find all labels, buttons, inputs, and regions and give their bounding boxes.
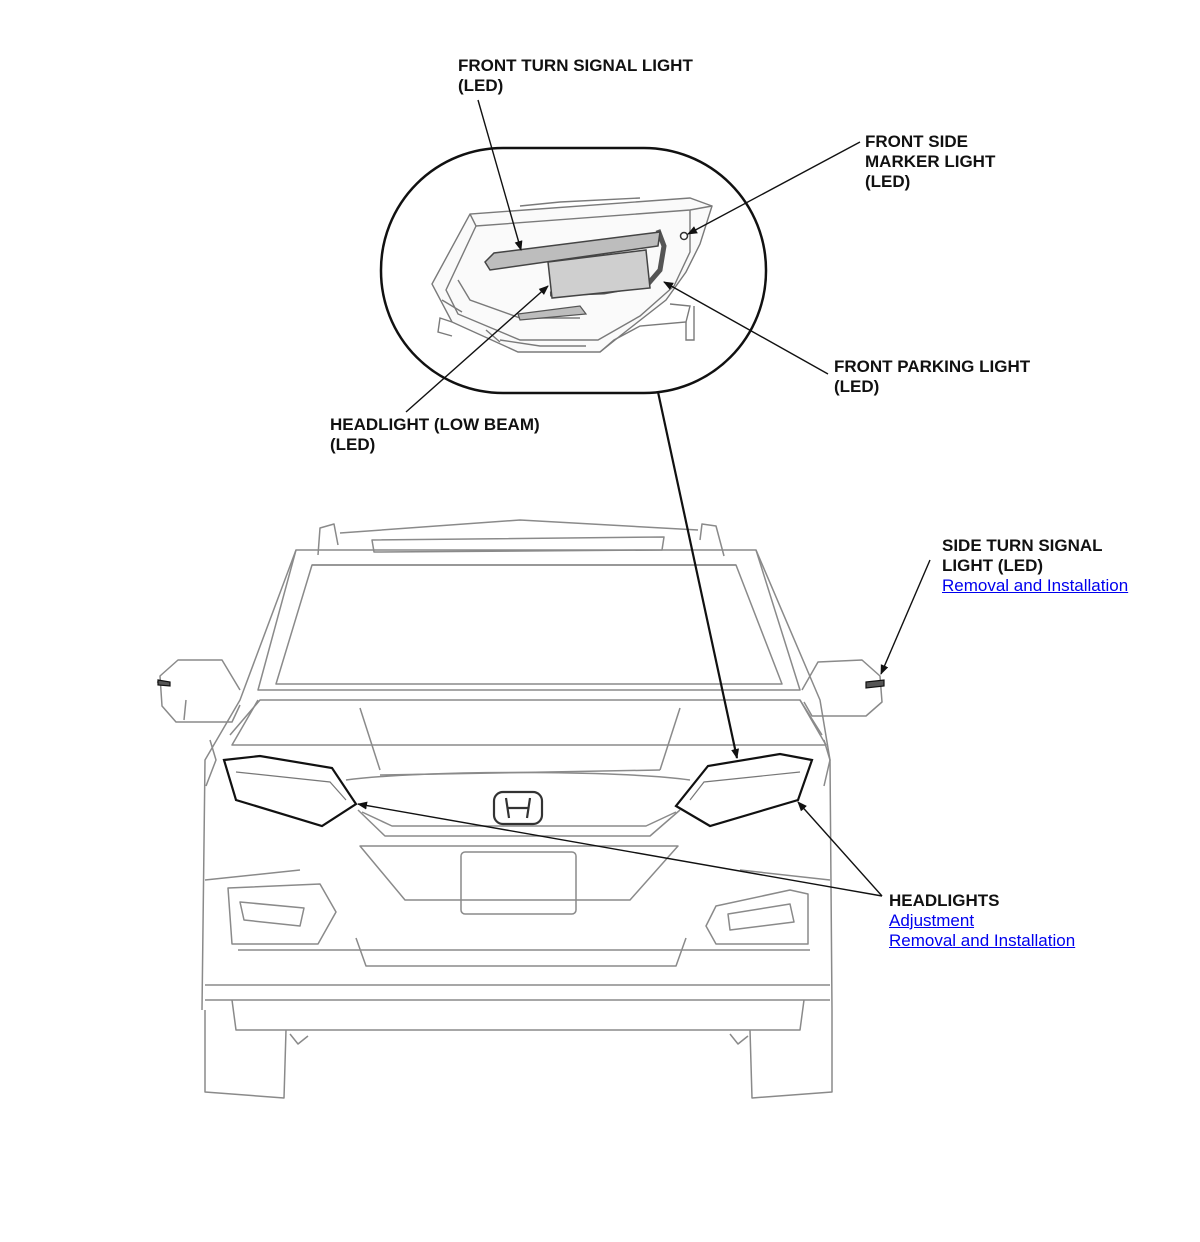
headlights-removal-link[interactable]: Removal and Installation [889, 931, 1076, 950]
lower-strip [517, 305, 588, 321]
side-turn-signal-removal-link[interactable]: Removal and Installation [942, 576, 1129, 595]
front-turn-signal-type: (LED) [458, 76, 504, 95]
front-parking-type: (LED) [834, 377, 880, 396]
side-turn-signal-title-1: SIDE TURN SIGNAL [942, 536, 1103, 555]
label-headlights: HEADLIGHTS Adjustment Removal and Instal… [889, 891, 1075, 951]
headlights-adjustment-link[interactable]: Adjustment [889, 911, 975, 930]
low-beam-lens [547, 249, 651, 299]
left-headlight [222, 754, 358, 828]
leader-lines [357, 99, 931, 897]
headlight-detail-inset [379, 146, 768, 395]
label-headlight-low-beam: HEADLIGHT (LOW BEAM) (LED) [330, 415, 540, 455]
side-turn-signal-title-2: LIGHT (LED) [942, 556, 1044, 575]
front-turn-signal-title: FRONT TURN SIGNAL LIGHT [458, 56, 693, 75]
front-side-marker-title-1: FRONT SIDE [865, 132, 968, 151]
headlight-low-beam-type: (LED) [330, 435, 376, 454]
label-front-turn-signal-light: FRONT TURN SIGNAL LIGHT (LED) [458, 56, 693, 96]
license-plate [460, 851, 577, 915]
label-side-turn-signal-light: SIDE TURN SIGNAL LIGHT (LED) Removal and… [942, 536, 1128, 596]
label-front-side-marker-light: FRONT SIDE MARKER LIGHT (LED) [865, 132, 995, 192]
headlight-low-beam-title: HEADLIGHT (LOW BEAM) [330, 415, 540, 434]
side-turn-signal-lens [865, 679, 885, 689]
vehicle-front-drawing [156, 519, 883, 1099]
side-marker-dot [679, 231, 689, 241]
label-front-parking-light: FRONT PARKING LIGHT (LED) [834, 357, 1030, 397]
headlights-title: HEADLIGHTS [889, 891, 1000, 910]
front-side-marker-title-2: MARKER LIGHT [865, 152, 996, 171]
front-parking-title: FRONT PARKING LIGHT [834, 357, 1031, 376]
right-headlight [674, 752, 814, 828]
front-side-marker-type: (LED) [865, 172, 911, 191]
turn-signal-strip [484, 231, 661, 271]
honda-emblem-icon [492, 790, 544, 826]
